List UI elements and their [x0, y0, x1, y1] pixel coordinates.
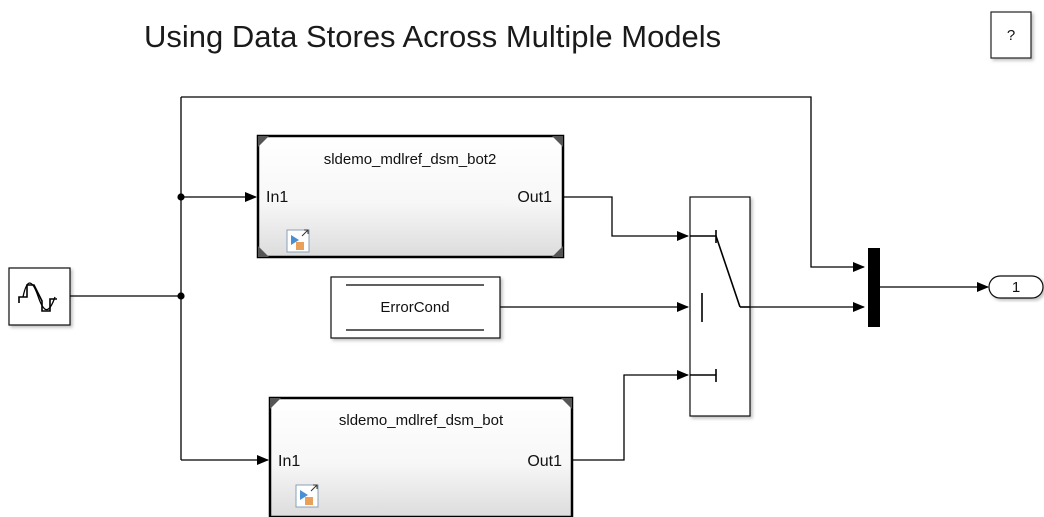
model-reference-block-bot2[interactable]: sldemo_mdlref_dsm_bot2 In1 Out1: [256, 134, 565, 259]
model-reference-icon: [286, 229, 310, 253]
switch-icon: [690, 230, 750, 382]
in-port-label: In1: [266, 189, 288, 206]
model-name-label: sldemo_mdlref_dsm_bot2: [324, 151, 497, 168]
model-name-label: sldemo_mdlref_dsm_bot: [339, 412, 504, 429]
out-port-label: Out1: [517, 189, 552, 206]
data-store-name: ErrorCond: [380, 299, 449, 316]
outport-number: 1: [1012, 279, 1020, 296]
model-reference-block-bot[interactable]: sldemo_mdlref_dsm_bot In1 Out1: [268, 396, 574, 517]
out-port-label: Out1: [527, 453, 562, 470]
branch-point: [177, 193, 185, 201]
help-button[interactable]: ?: [990, 11, 1032, 59]
data-store-read-block[interactable]: ErrorCond: [330, 276, 501, 339]
signal-generator-block[interactable]: [8, 267, 71, 326]
mux-block[interactable]: [868, 248, 880, 327]
model-reference-icon: [295, 484, 319, 508]
diagram-title: Using Data Stores Across Multiple Models: [144, 19, 721, 54]
help-button-label: ?: [1007, 27, 1015, 44]
signal-generator-icon: [18, 282, 57, 312]
outport-block[interactable]: 1: [988, 275, 1044, 299]
switch-block[interactable]: [689, 196, 751, 417]
in-port-label: In1: [278, 453, 300, 470]
branch-point: [177, 292, 185, 300]
signal-lines: [70, 96, 989, 465]
